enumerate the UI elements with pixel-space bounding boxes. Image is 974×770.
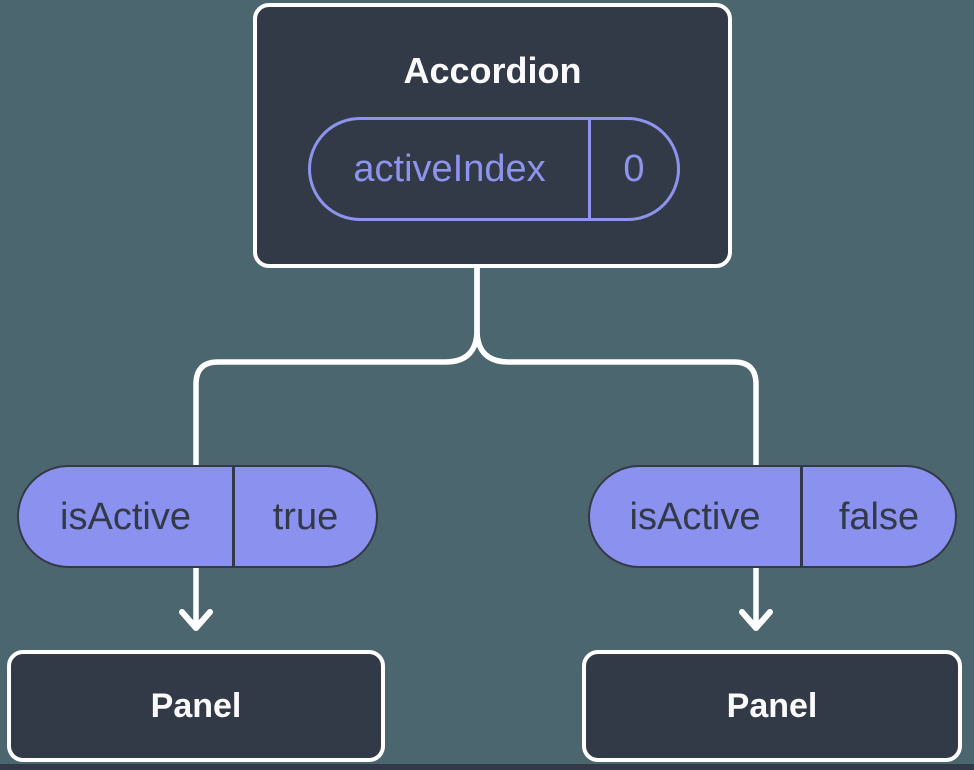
prop-name-label: isActive <box>60 495 191 538</box>
panel-node-label: Panel <box>726 686 818 725</box>
prop-name-label: activeIndex <box>353 148 546 190</box>
is-active-pill-right: isActive false <box>588 465 957 568</box>
panel-node-right: Panel <box>582 650 962 762</box>
root-to-right-connector <box>474 263 759 469</box>
prop-value-label: false <box>800 467 955 566</box>
root-to-left-connector <box>193 263 480 469</box>
accordion-node: Accordion activeIndex 0 <box>253 3 732 268</box>
prop-value-label: 0 <box>588 120 677 218</box>
prop-name-label: isActive <box>629 495 761 538</box>
panel-node-label: Panel <box>150 686 242 725</box>
left-arrow-down-icon <box>179 609 213 631</box>
is-active-pill-left: isActive true <box>17 465 378 568</box>
prop-value-label: true <box>232 467 376 566</box>
bottom-edge-strip <box>0 764 974 770</box>
right-arrow-down-icon <box>739 609 773 631</box>
active-index-prop-pill: activeIndex 0 <box>308 117 680 221</box>
accordion-node-title: Accordion <box>403 50 582 91</box>
panel-node-left: Panel <box>7 650 385 762</box>
